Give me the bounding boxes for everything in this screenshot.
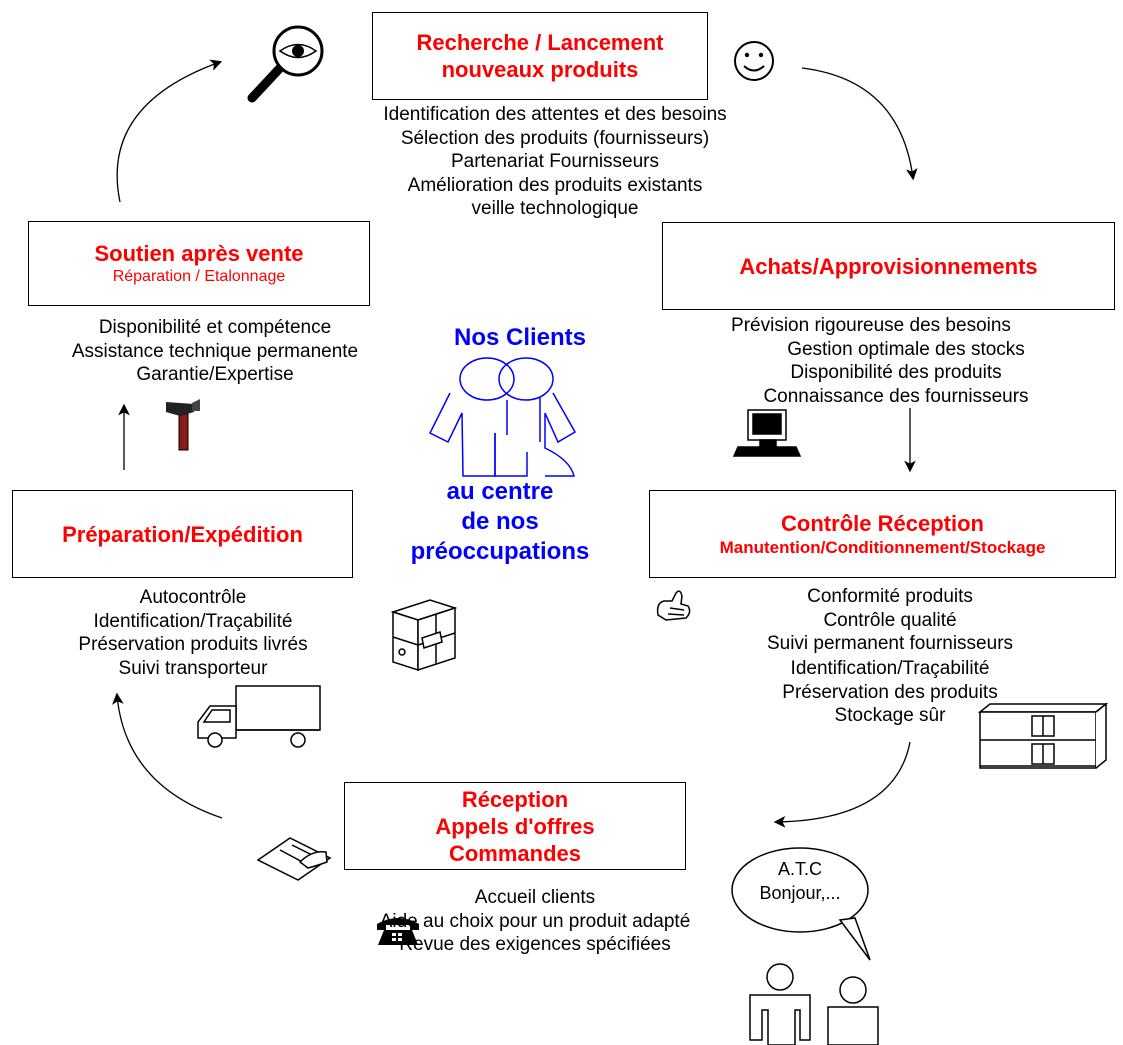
point: Suivi permanent fournisseurs (766, 633, 1014, 654)
thumbs-up-icon (656, 590, 691, 621)
stage-achats-title: Achats/Approvisionnements (739, 253, 1038, 279)
magnifier-eye-icon (247, 25, 324, 103)
computer-icon (732, 409, 802, 457)
stage-recherche-box: Recherche / Lancement nouveaux produits (372, 12, 708, 100)
point: Accueil clients (474, 887, 596, 908)
stage-recherche-title-line-2: nouveaux produits (441, 57, 639, 82)
stage-reception-title-line-1: Réception (461, 786, 569, 812)
arrow-controle-to-reception (773, 741, 911, 828)
point: Identification/Traçabilité (93, 610, 293, 632)
center-subtitle-line-2: de nos (461, 508, 539, 535)
boxes-icon (390, 599, 458, 672)
stage-achats-box: Achats/Approvisionnements (662, 222, 1115, 310)
arrow-soutien-to-recherche (116, 59, 223, 203)
stage-recherche-title-line-1: Recherche / Lancement (416, 30, 664, 55)
stage-reception-points: Accueil clients Aide au choix pour un pr… (305, 886, 765, 957)
center-subtitle-line-1: au centre (446, 478, 554, 505)
stage-controle-points-2: Identification/Traçabilité Préservation … (730, 657, 1050, 728)
bubble-line-1: A.T.C (777, 859, 822, 879)
center-title: Nos Clients (453, 324, 587, 351)
point: Préservation des produits (782, 681, 998, 703)
point: Partenariat Fournisseurs (450, 151, 660, 172)
stage-controle-subtitle: Manutention/Conditionnement/Stockage (719, 537, 1046, 557)
point: Amélioration des produits existants (407, 174, 703, 196)
point: Gestion optimale des stocks (787, 338, 1025, 360)
stage-soutien-subtitle: Réparation / Etalonnage (112, 268, 286, 285)
point: Assistance technique permanente (71, 340, 359, 362)
hammer-icon (166, 399, 200, 451)
stage-reception-box: Réception Appels d'offres Commandes (344, 782, 686, 870)
stage-reception-title-line-3: Commandes (448, 840, 582, 866)
stage-recherche-points: Identification des attentes et des besoi… (295, 103, 815, 221)
clients-icon (428, 357, 577, 477)
point: Préservation produits livrés (78, 634, 308, 655)
point: Garantie/Expertise (136, 364, 294, 385)
stage-achats-points: Prévision rigoureuse des besoins Gestion… (666, 314, 1106, 408)
point: Aide au choix pour un produit adapté (379, 910, 691, 932)
point: Sélection des produits (fournisseurs) (400, 127, 710, 149)
bubble-line-2: Bonjour,... (759, 883, 841, 903)
point: Prévision rigoureuse des besoins (731, 315, 1011, 336)
point: Revue des exigences spécifiées (399, 934, 671, 955)
stage-preparation-box: Préparation/Expédition (12, 490, 353, 578)
stage-soutien-box: Soutien après vente Réparation / Etalonn… (28, 221, 370, 306)
stage-reception-title-line-2: Appels d'offres (435, 813, 595, 839)
point: Autocontrôle (139, 587, 247, 608)
writing-hand-icon (256, 837, 332, 881)
stage-controle-title: Contrôle Réception (781, 510, 984, 536)
point: Connaissance des fournisseurs (763, 385, 1029, 407)
stage-preparation-title: Préparation/Expédition (62, 521, 303, 547)
point: Identification des attentes et des besoi… (383, 104, 727, 125)
telephone-icon (377, 918, 419, 945)
shelf-icon (977, 702, 1109, 769)
speech-bubble (731, 847, 871, 961)
point: Stockage sûr (834, 705, 946, 726)
stage-controle-box: Contrôle Réception Manutention/Condition… (649, 490, 1116, 578)
arrow-reception-to-preparation (112, 692, 223, 819)
point: Conformité produits (807, 586, 973, 607)
people-icon (749, 963, 879, 1045)
point: Disponibilité et compétence (98, 317, 332, 338)
point: Disponibilité des produits (790, 362, 1002, 383)
truck-icon (197, 685, 321, 748)
stage-soutien-points: Disponibilité et compétence Assistance t… (15, 316, 415, 387)
point: Contrôle qualité (823, 609, 957, 631)
point: veille technologique (471, 198, 639, 219)
point: Suivi transporteur (118, 657, 268, 679)
point: Identification/Traçabilité (790, 658, 990, 679)
stage-controle-points: Conformité produits Contrôle qualité Sui… (730, 585, 1050, 656)
center-subtitle-line-3: préoccupations (410, 538, 590, 565)
stage-preparation-points: Autocontrôle Identification/Traçabilité … (48, 586, 338, 680)
arrow-recherche-to-achats (801, 67, 918, 181)
smiley-icon (734, 41, 774, 81)
stage-soutien-title: Soutien après vente (94, 241, 304, 266)
